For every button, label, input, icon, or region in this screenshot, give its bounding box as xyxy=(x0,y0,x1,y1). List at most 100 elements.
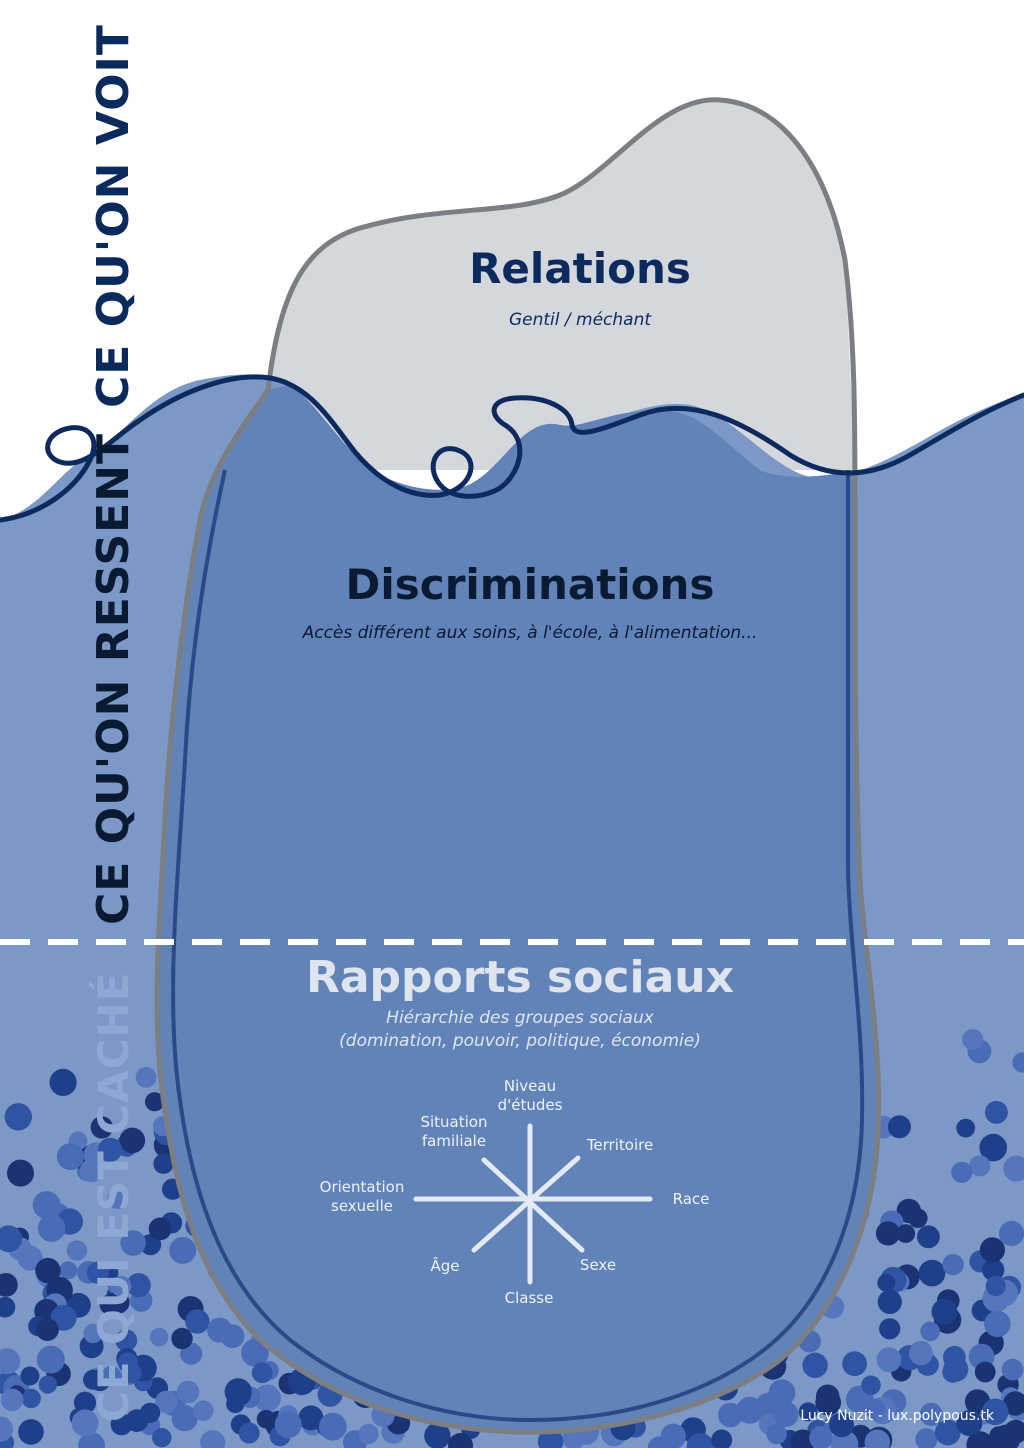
hidden-dot xyxy=(176,1380,200,1404)
hidden-dot xyxy=(56,1143,84,1171)
hidden-dot xyxy=(318,1412,347,1441)
hidden-dot xyxy=(155,1390,178,1414)
hidden-dot xyxy=(982,1258,1005,1282)
hidden-dot xyxy=(876,1347,902,1373)
iceberg-submerged-part xyxy=(157,385,879,1433)
hidden-dot xyxy=(877,1289,902,1314)
hidden-dot xyxy=(171,1327,193,1350)
axis-diagonal-1 xyxy=(481,1157,585,1253)
iceberg-outline xyxy=(154,97,882,1435)
hidden-dot xyxy=(896,1224,916,1243)
hidden-dot xyxy=(0,1348,21,1375)
hidden-dot xyxy=(145,1092,165,1112)
hidden-dot xyxy=(135,1066,157,1088)
hidden-dot xyxy=(931,1298,958,1325)
rapports-sociaux-subtitle-2: (domination, pouvoir, politique, économi… xyxy=(339,1031,701,1051)
hidden-dot xyxy=(185,1309,210,1334)
hidden-dot xyxy=(919,1402,943,1426)
rapports-sociaux-subtitle-1: Hiérarchie des groupes sociaux xyxy=(386,1008,654,1028)
hidden-dot xyxy=(842,1351,867,1377)
hidden-dot xyxy=(274,1411,302,1439)
axis-label-sexe: Sexe xyxy=(579,1256,617,1274)
hidden-dot xyxy=(943,1356,969,1382)
hidden-dot xyxy=(979,1237,1006,1263)
hidden-dot xyxy=(773,1401,799,1427)
iceberg-inner-outline xyxy=(171,469,865,1423)
hidden-dot xyxy=(942,1253,964,1276)
hidden-dot xyxy=(798,1402,818,1422)
hidden-dot xyxy=(140,1402,161,1423)
hidden-dot xyxy=(20,1366,40,1386)
hidden-dot xyxy=(711,1429,733,1448)
axis-label-classe: Classe xyxy=(504,1289,554,1307)
hidden-dot xyxy=(110,1413,133,1436)
hidden-dot xyxy=(171,1405,198,1432)
hidden-dot xyxy=(998,1220,1024,1247)
hidden-dot xyxy=(200,1430,226,1448)
hidden-dot xyxy=(736,1396,764,1424)
hidden-dot xyxy=(984,1100,1008,1124)
hidden-dot xyxy=(917,1225,940,1249)
hidden-dot xyxy=(0,1416,13,1442)
hidden-dot xyxy=(790,1429,816,1448)
hidden-dot xyxy=(148,1217,172,1241)
hidden-dot xyxy=(207,1317,233,1343)
relations-title: Relations xyxy=(469,244,691,293)
hidden-dot xyxy=(36,1345,65,1374)
hidden-dot xyxy=(979,1133,1007,1162)
hidden-dot xyxy=(227,1381,252,1406)
hidden-dot xyxy=(969,1155,991,1177)
hidden-dot xyxy=(815,1389,842,1416)
social-axes-star xyxy=(413,1123,653,1285)
hidden-dot xyxy=(829,1412,854,1438)
hidden-dot xyxy=(169,1236,197,1264)
hidden-dot xyxy=(1003,1155,1024,1182)
axis-label-niveau-etudes: Niveau d'études xyxy=(497,1077,563,1114)
hidden-dot xyxy=(0,1225,23,1253)
axis-label-situation-familiale: Situation familiale xyxy=(420,1113,488,1150)
waterline xyxy=(0,374,1024,523)
hidden-dot xyxy=(256,1409,276,1429)
iceberg-visible-part xyxy=(268,99,855,470)
axis-label-age: Âge xyxy=(430,1257,460,1275)
hidden-dot xyxy=(992,1424,1021,1448)
hidden-dot xyxy=(875,1221,901,1246)
rapports-sociaux-title: Rapports sociaux xyxy=(305,952,734,1003)
hidden-dot xyxy=(71,1409,99,1437)
hidden-dot xyxy=(887,1115,911,1139)
hidden-dot xyxy=(1012,1052,1024,1073)
hidden-dot xyxy=(718,1402,743,1428)
hidden-dot xyxy=(448,1433,473,1448)
hidden-dot xyxy=(66,1240,88,1261)
hidden-dot xyxy=(149,1327,169,1347)
hidden-dot xyxy=(956,1410,983,1437)
hidden-dot xyxy=(18,1419,44,1445)
hidden-dot xyxy=(115,1329,138,1352)
hidden-dot xyxy=(918,1259,946,1287)
hidden-dot xyxy=(985,1275,1006,1297)
hidden-dot xyxy=(241,1338,269,1367)
hidden-dot xyxy=(358,1423,379,1445)
hidden-dot xyxy=(956,1118,976,1138)
hidden-dot xyxy=(298,1405,324,1431)
hidden-dot xyxy=(35,1257,61,1284)
hidden-dot xyxy=(909,1341,933,1366)
hidden-dot xyxy=(915,1428,938,1448)
hidden-dot xyxy=(17,1245,43,1271)
side-label-ce-qui-est-cache: CE QUI EST CACHÉ xyxy=(89,971,138,1422)
hidden-dot xyxy=(766,1423,787,1445)
hidden-dot xyxy=(981,1398,1009,1426)
hidden-dot xyxy=(7,1159,34,1187)
hidden-dot xyxy=(864,1429,890,1448)
hidden-dot xyxy=(0,1296,16,1318)
side-label-ce-quon-ressent: CE QU'ON RESSENT xyxy=(88,432,139,925)
hidden-dot xyxy=(0,1388,24,1412)
hidden-dot xyxy=(193,1400,214,1421)
author-credit: Lucy Nuzit - lux.polypous.tk xyxy=(800,1408,994,1424)
axis-label-race: Race xyxy=(672,1190,710,1208)
hidden-dot xyxy=(90,1116,114,1139)
hidden-dot xyxy=(86,1261,110,1284)
hidden-dot xyxy=(877,1273,896,1292)
hidden-dot xyxy=(861,1375,881,1396)
